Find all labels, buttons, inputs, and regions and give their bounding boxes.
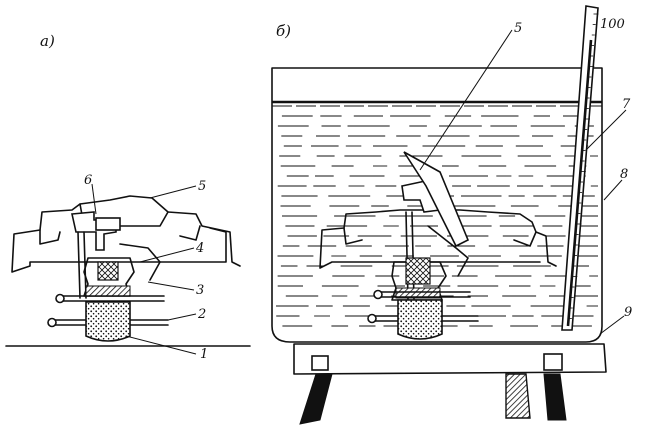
callout-2-rod: 2 [197,307,206,322]
callout-5-valve-lifted: 5 [514,21,522,36]
stand-leg [505,373,531,419]
thermometer [561,5,599,331]
support-stand [293,343,607,375]
side-rods [47,293,169,328]
callout-8-tank: 8 [620,167,628,182]
panel-a-thermostat-assembly [5,195,251,347]
panel-b-leaders [419,29,627,335]
callout-3-bellows: 3 [196,283,204,298]
wax-capsule [85,301,131,342]
panel-b-test-tank [271,5,607,425]
stand-leg [543,373,567,421]
callout-9-stand: 9 [624,305,632,320]
callout-4-spring: 4 [195,241,204,256]
panel-a-label: а) [40,32,55,50]
water-tank [271,67,603,343]
callout-5-cover: 5 [198,179,206,194]
housing-cover [11,195,241,273]
callout-1-capsule: 1 [200,347,208,362]
thermometer-scale-max: 100 [600,17,625,32]
submerged-thermostat [319,151,557,340]
callout-6-valve: 6 [84,173,92,188]
callout-7-thermometer: 7 [622,97,631,112]
panel-b-label: б) [276,22,291,40]
stand-leg [299,373,333,425]
panel-a-leaders [91,183,197,355]
